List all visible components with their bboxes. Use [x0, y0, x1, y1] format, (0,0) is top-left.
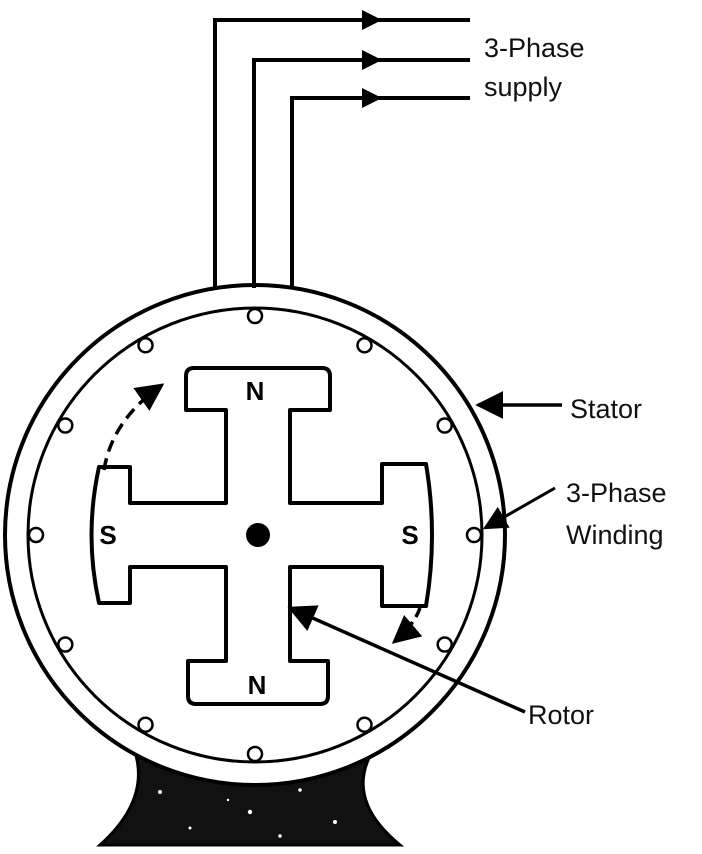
supply-wires	[213, 18, 470, 288]
winding-slot	[246, 307, 264, 325]
supply-wire-2	[252, 58, 470, 288]
supply-arrow-3	[362, 88, 382, 108]
winding-slot	[246, 745, 264, 763]
rotation-arrow-lower-right	[391, 607, 423, 644]
winding-slot	[137, 716, 154, 733]
rotor-shaft	[246, 523, 270, 547]
supply-wire-1	[213, 18, 470, 288]
supply-label-line2: supply	[484, 72, 563, 102]
supply-wire-3	[290, 96, 470, 288]
stator-label: Stator	[570, 394, 642, 424]
winding-label-line2: Winding	[566, 520, 664, 550]
winding-slot	[465, 526, 483, 544]
winding-slot	[436, 417, 453, 434]
winding-slot	[356, 716, 373, 733]
supply-arrow-2	[362, 50, 382, 70]
winding-label-line1: 3-Phase	[566, 478, 667, 508]
pole-label-top: N	[246, 376, 265, 406]
pole-label-left: S	[99, 520, 116, 550]
winding-slots	[27, 307, 483, 763]
winding-slot	[27, 526, 45, 544]
supply-arrowheads	[362, 10, 382, 108]
rotor-leader	[287, 605, 526, 714]
winding-slot	[57, 636, 74, 653]
winding-slot	[57, 417, 74, 434]
winding-slot	[436, 636, 453, 653]
pole-label-bottom: N	[248, 670, 267, 700]
rotor-label: Rotor	[528, 700, 594, 730]
supply-label-line1: 3-Phase	[484, 33, 585, 63]
winding-leader	[482, 486, 556, 530]
pole-label-right: S	[401, 520, 418, 550]
rotation-arrow-upper-left	[102, 383, 165, 471]
supply-arrow-1	[362, 10, 382, 30]
winding-slot	[356, 337, 373, 354]
winding-slot	[137, 337, 154, 354]
